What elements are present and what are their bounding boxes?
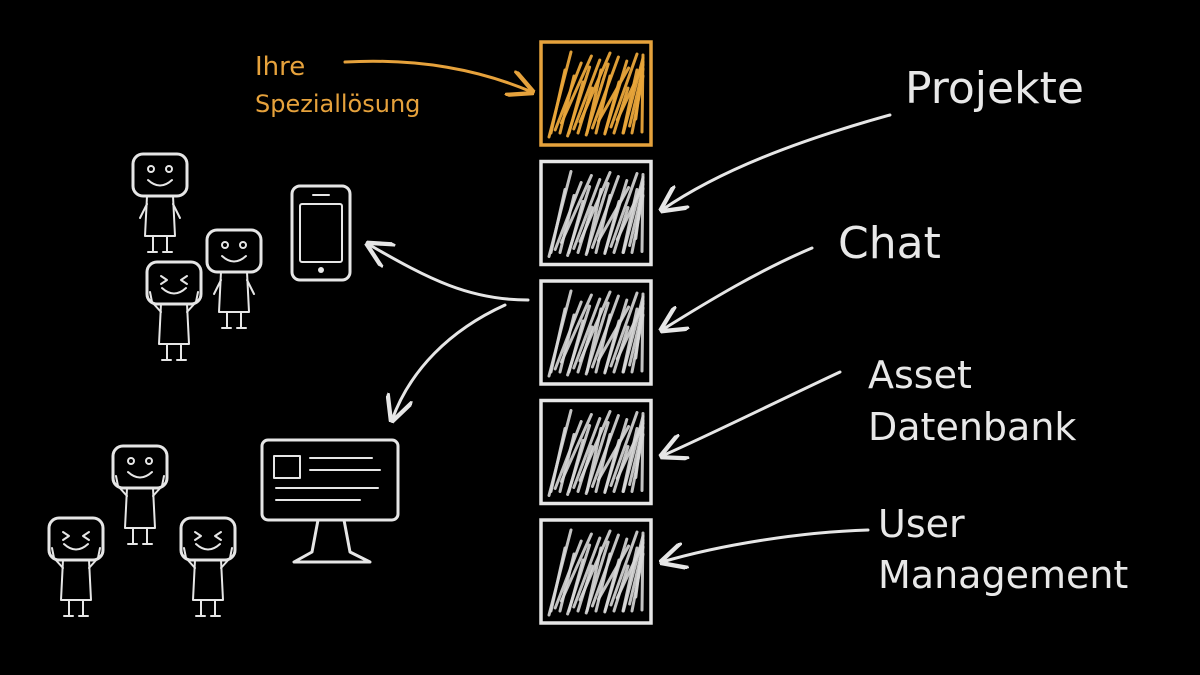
label-user-line2: Management — [878, 553, 1128, 597]
module-box — [539, 279, 653, 386]
smartphone-icon — [290, 184, 352, 282]
module-box — [539, 159, 653, 267]
label-asset-line2: Datenbank — [868, 405, 1076, 449]
label-user-line1: User — [878, 502, 965, 546]
desktop-monitor-icon — [260, 438, 400, 564]
label-asset-line1: Asset — [868, 353, 972, 397]
arrow-to-monitor — [392, 303, 507, 420]
label-chat: Chat — [838, 218, 941, 269]
stick-figure-icon — [179, 516, 237, 617]
callout-line2: Speziallösung — [255, 90, 420, 118]
stick-figure-icon — [131, 152, 189, 253]
stick-figure-icon — [47, 516, 105, 617]
arrow-chat — [662, 246, 814, 330]
module-box-highlight — [539, 40, 653, 147]
label-projekte: Projekte — [905, 63, 1084, 114]
stick-figure-icon — [111, 444, 169, 545]
module-box — [539, 518, 653, 625]
arrow-to-phone — [368, 244, 530, 302]
arrow-user — [662, 528, 870, 562]
module-box — [539, 398, 653, 506]
callout-arrow — [343, 59, 532, 92]
arrow-projekte — [662, 113, 892, 210]
people-group — [47, 152, 263, 617]
arrow-asset — [662, 370, 842, 456]
callout-line1: Ihre — [255, 52, 305, 82]
module-stack — [539, 40, 653, 625]
stick-figure-icon — [145, 260, 203, 361]
stick-figure-icon — [205, 228, 263, 329]
